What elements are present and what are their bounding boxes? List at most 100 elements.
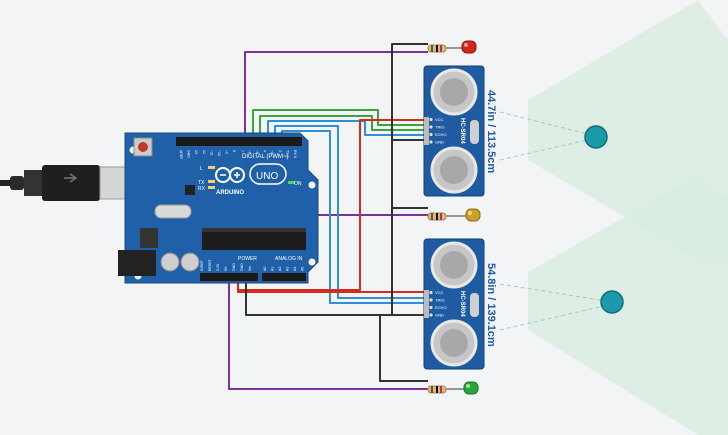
sensor-pin-label: ECHO: [435, 305, 447, 310]
wire-black: [391, 139, 424, 315]
power-label: POWER: [238, 256, 257, 262]
sensor-2-beam: [499, 303, 613, 331]
wire-green: [252, 109, 424, 140]
sensor-pin[interactable]: [429, 290, 433, 295]
analog-label: ANALOG IN: [275, 256, 303, 262]
rx-led: [208, 186, 215, 189]
sensor-pin-label: TRIG: [435, 298, 445, 303]
pin-label: A3: [286, 267, 290, 271]
pin-label: AREF: [179, 150, 183, 159]
pin-label: A0: [263, 267, 267, 271]
atmega-chip: [202, 228, 306, 250]
pin-label: ~11: [209, 150, 213, 156]
pin-label: 8: [232, 150, 236, 152]
power-header: [200, 273, 258, 281]
pin-label: 5V: [224, 266, 228, 271]
oscillator: [470, 120, 479, 144]
sensor-pin[interactable]: [429, 298, 433, 302]
brand-label: ARDUINO: [216, 190, 244, 196]
sensor-pin[interactable]: [429, 140, 433, 144]
voltage-regulator: [140, 228, 158, 248]
oscillator: [470, 293, 479, 317]
digital-label: DIGITAL (PWM~): [242, 154, 289, 160]
reset-button-cap[interactable]: [138, 142, 148, 152]
sensor-pin-label: ECHO: [435, 132, 447, 137]
pin-label: 2: [278, 150, 282, 152]
resistor[interactable]: [427, 212, 447, 221]
usb-icon: [64, 173, 78, 183]
board-labels: DIGITAL (PWM~) ARDUINO UNO ON L TX RX PO…: [198, 154, 303, 262]
pin-label: ~10: [217, 150, 221, 156]
ultrasonic-sensor-2[interactable]: [423, 238, 485, 370]
arduino-board[interactable]: [118, 132, 319, 284]
pin-label: TX 1: [285, 150, 289, 157]
tx-label: TX: [198, 180, 205, 186]
digital-header: [176, 137, 302, 146]
sensor-1-beam: [499, 111, 597, 137]
wire-black: [245, 275, 424, 316]
model-label: UNO: [256, 171, 278, 182]
resistor[interactable]: [427, 385, 447, 394]
pin-label: ~6: [247, 150, 251, 154]
capacitor: [160, 252, 180, 272]
sensor-2-model: HC-SR04: [459, 291, 465, 317]
pin-label: A1: [271, 267, 275, 271]
pin-label: 7: [240, 150, 244, 152]
ultrasonic-sensor-1[interactable]: [423, 65, 485, 197]
sensor-pin-header: [424, 117, 429, 145]
sensor-pin-label: VCC: [435, 117, 444, 122]
wire-blue: [274, 125, 424, 299]
mounting-hole: [308, 181, 316, 189]
sensor-pin[interactable]: [429, 132, 433, 137]
led-red[interactable]: [461, 40, 477, 54]
target-object-1[interactable]: [584, 125, 608, 149]
on-led: [288, 181, 295, 184]
pin-label: GND: [187, 150, 191, 158]
pin-label: ~3: [270, 150, 274, 154]
sensor-2-distance-readout: 54.8in / 139.1cm: [485, 263, 497, 347]
sensor-pin[interactable]: [429, 117, 433, 122]
pin-label: 13: [194, 150, 198, 154]
pin-label: ~5: [255, 150, 259, 154]
capacitor: [180, 252, 200, 272]
pin-label: 3.3V: [216, 263, 220, 271]
pin-label: RESET: [208, 258, 212, 271]
wire-purple: [244, 51, 428, 140]
sensor-1-distance-readout: 44.7in / 113.5cm: [485, 90, 497, 173]
power-jack: [118, 250, 156, 276]
pin-label: A5: [301, 267, 305, 271]
target-object-2[interactable]: [600, 290, 624, 314]
wire-black: [379, 315, 428, 382]
sensor-pin-header: [424, 290, 429, 318]
sensor-pin-label: TRIG: [435, 125, 445, 130]
sensor-2-range-cone: [528, 175, 728, 435]
sensor-pin[interactable]: [429, 305, 433, 310]
sensor-pin[interactable]: [429, 125, 433, 129]
pin-label: GND: [232, 263, 236, 271]
sensor-pin-label: GND: [435, 313, 444, 318]
l-led: [208, 166, 215, 169]
tx-led: [208, 180, 215, 183]
l-label: L: [200, 166, 203, 172]
led-green[interactable]: [463, 381, 479, 395]
sensor-2-beam: [499, 283, 613, 303]
sensor-pin-label: VCC: [435, 290, 444, 295]
pin-label: RX 0: [293, 150, 297, 158]
crystal: [154, 204, 192, 219]
pin-label: IOREF: [200, 260, 204, 271]
sensor-1-model: HC-SR04: [459, 118, 465, 144]
wire-black: [391, 43, 428, 140]
on-label: ON: [294, 181, 302, 187]
pin-label: ~9: [225, 150, 229, 154]
resistor[interactable]: [427, 44, 447, 53]
pin-label: A2: [278, 267, 282, 271]
sensor-pin-label: GND: [435, 140, 444, 145]
pin-label: A4: [293, 267, 297, 271]
analog-header: [262, 273, 306, 281]
sensor-pin[interactable]: [429, 313, 433, 317]
rx-label: RX: [198, 186, 206, 192]
led-yellow[interactable]: [465, 208, 481, 222]
